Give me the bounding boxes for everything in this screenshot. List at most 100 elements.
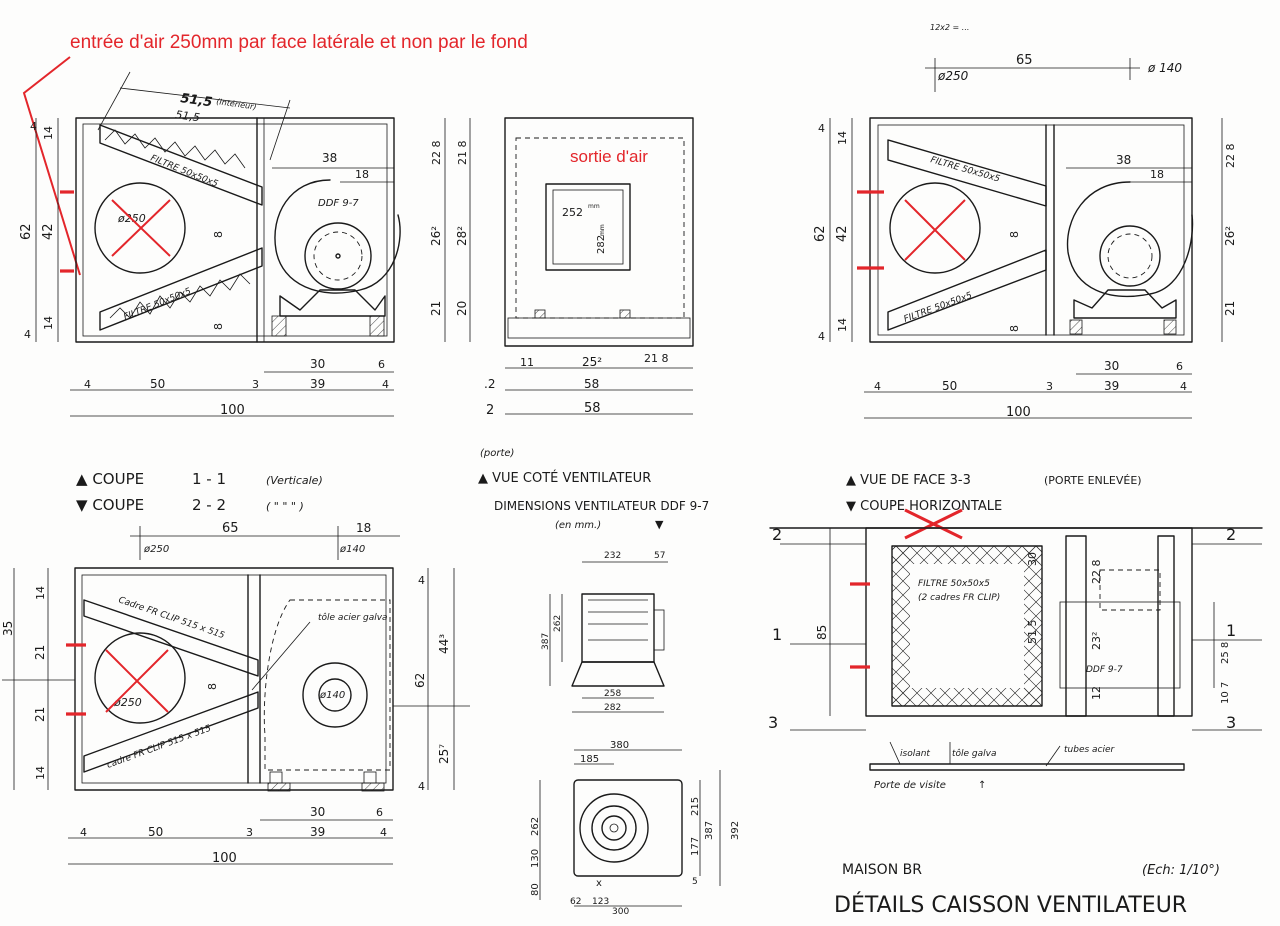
svg-text:8: 8 [1008,231,1021,238]
svg-text:39: 39 [310,377,325,391]
front-filter-top [887,139,1047,207]
view-coupe-1-1: FILTRE 50x50x5 FILTRE 50x50x5 ø250 DDF 9… [19,71,471,514]
svg-text:30: 30 [1026,552,1039,566]
svg-text:isolant: isolant [900,749,930,759]
svg-text:380: 380 [610,740,629,751]
svg-text:ø250: ø250 [937,69,969,83]
svg-text:3: 3 [768,713,778,732]
sheet-title: DÉTAILS CAISSON VENTILATEUR [834,892,1187,918]
svg-text:26²: 26² [1223,226,1237,246]
fan-wheel [304,222,372,290]
svg-text:215: 215 [690,797,701,816]
svg-text:14: 14 [836,318,849,332]
svg-text:392: 392 [730,821,741,840]
svg-text:ø140: ø140 [339,544,365,555]
svg-text:4: 4 [30,120,37,133]
fan-outlet [545,183,631,271]
svg-text:8: 8 [212,231,225,238]
svg-text:3: 3 [246,826,253,839]
svg-text:10 7: 10 7 [1220,682,1231,704]
svg-text:22 8: 22 8 [1090,560,1103,585]
svg-text:22 8: 22 8 [430,141,443,166]
svg-text:6: 6 [1176,360,1183,373]
svg-text:57: 57 [654,551,665,561]
view-side-fan: sortie d'air 252 mm 282 mm 11 25² 21 8 .… [478,117,694,486]
svg-text:8: 8 [206,683,219,690]
svg-text:(en mm.): (en mm.) [555,520,601,531]
svg-text:387: 387 [704,821,715,840]
casing-outline [75,117,395,343]
svg-text:262: 262 [530,817,541,836]
svg-text:6: 6 [376,806,383,819]
svg-text:80: 80 [530,883,541,896]
fan-label: DDF 9-7 [318,198,359,209]
svg-text:50: 50 [148,825,163,839]
svg-text:58: 58 [584,401,601,416]
svg-text:62: 62 [570,897,581,907]
svg-text:50: 50 [150,377,165,391]
svg-text:51 5: 51 5 [1026,620,1039,645]
svg-text:mm: mm [588,203,600,210]
view-coupe-2-2: Cadre FR CLIP 515 x 515 cadre FR CLIP 51… [1,521,470,866]
svg-text:14: 14 [42,126,55,140]
svg-text:50: 50 [942,379,957,393]
svg-text:4: 4 [418,574,425,587]
svg-text:42: 42 [835,225,850,242]
title-coupe-2-2: ▼ COUPE [76,496,144,514]
svg-text:(2 cadres FR CLIP): (2 cadres FR CLIP) [918,593,1000,603]
svg-text:38: 38 [1116,153,1131,167]
svg-text:▼: ▼ [655,518,664,531]
svg-text:18: 18 [355,168,369,181]
svg-text:25²: 25² [582,355,602,369]
horizontal-outline [865,527,1193,717]
svg-text:282: 282 [596,235,607,254]
svg-text:11: 11 [520,356,534,369]
svg-text:20: 20 [455,301,469,316]
svg-text:3: 3 [252,378,259,391]
svg-text:177: 177 [690,837,701,856]
svg-text:12x2 = ...: 12x2 = ... [930,23,969,32]
fan-dimensions: DIMENSIONS VENTILATEUR DDF 9-7 (en mm.) … [494,499,741,917]
svg-text:258: 258 [604,689,621,699]
svg-text:(Intérieur): (Intérieur) [216,96,258,112]
svg-text:30: 30 [310,357,325,371]
svg-text:x: x [596,878,602,889]
svg-text:ø250: ø250 [113,696,142,709]
svg-text:23²: 23² [1090,632,1103,650]
front-filter-bottom [887,249,1047,331]
title-block: MAISON BR (Ech: 1/10°) DÉTAILS CAISSON V… [834,862,1220,918]
title-side: ▲ VUE COTÉ VENTILATEUR [478,470,651,486]
title-coupe-1-1: ▲ COUPE [76,470,144,488]
svg-text:14: 14 [836,131,849,145]
svg-text:100: 100 [1006,405,1031,420]
svg-text:3: 3 [1226,713,1236,732]
svg-text:4: 4 [818,330,825,343]
fan-base [279,289,386,317]
svg-text:21: 21 [1223,301,1237,316]
svg-text:4: 4 [874,380,881,393]
svg-text:26²: 26² [429,226,443,246]
svg-text:85: 85 [815,625,829,640]
air-inlet-text: entrée d'air 250mm par face latérale et … [70,32,528,53]
svg-text:.2: .2 [484,377,495,391]
svg-text:62: 62 [413,673,427,688]
air-outlet-text: sortie d'air [570,147,648,166]
svg-text:(Verticale): (Verticale) [266,474,323,487]
svg-text:21: 21 [33,645,47,660]
svg-text:14: 14 [34,766,47,780]
svg-text:tubes acier: tubes acier [1064,745,1116,755]
svg-text:30: 30 [1104,359,1119,373]
svg-text:8: 8 [1008,325,1021,332]
svg-text:30: 30 [310,805,325,819]
svg-text:tôle acier galva: tôle acier galva [318,612,388,623]
section2-fan-wheel [302,662,368,728]
svg-text:39: 39 [310,825,325,839]
svg-text:ø 140: ø 140 [1147,61,1182,75]
svg-text:252: 252 [562,206,583,219]
air-inlet-annotation: entrée d'air 250mm par face latérale et … [22,32,528,276]
fan-volute [274,179,401,294]
project-name: MAISON BR [842,862,922,878]
svg-text:ø140: ø140 [319,690,345,701]
svg-text:tôle galva: tôle galva [952,748,997,759]
